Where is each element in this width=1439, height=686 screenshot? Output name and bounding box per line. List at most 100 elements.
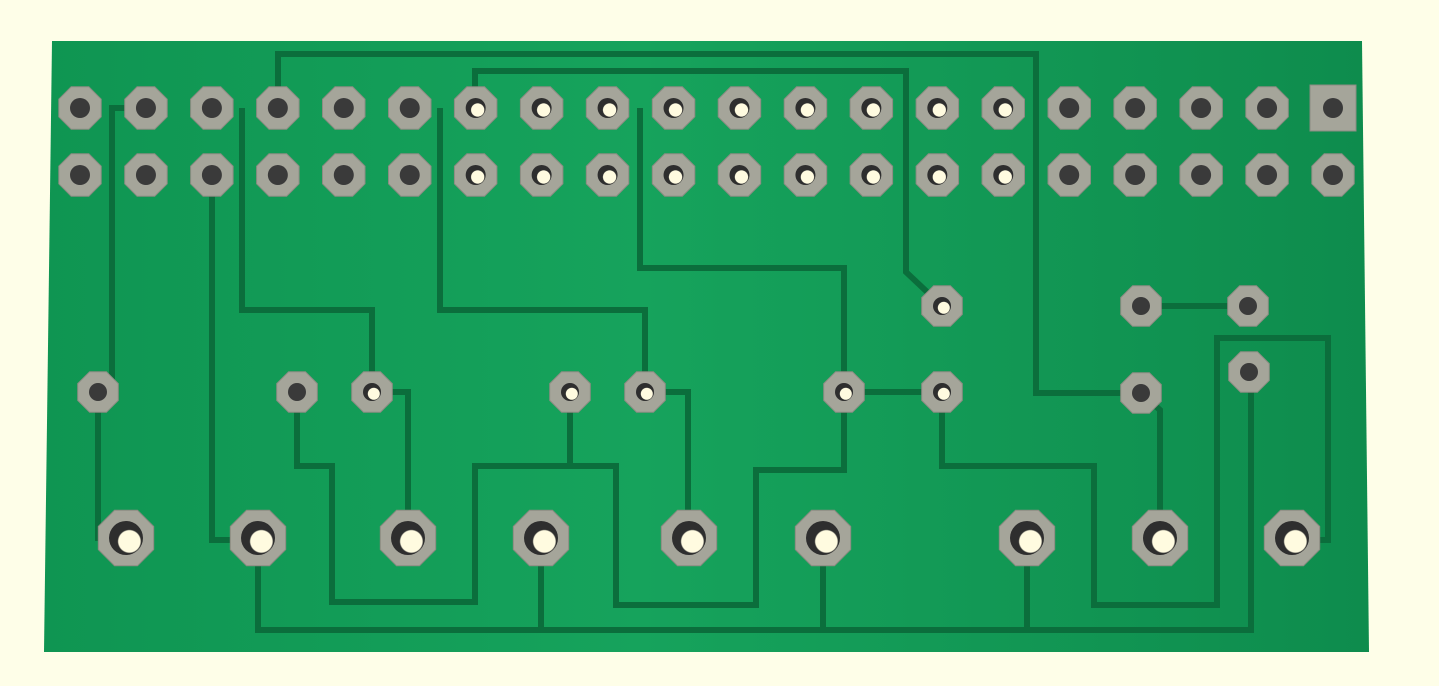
header-pad-r1-c8-drill-hole bbox=[531, 98, 552, 118]
header-pad-r2-c16-drill-hole bbox=[1059, 165, 1080, 185]
via-pad-8-drill-hole bbox=[933, 297, 951, 315]
header-pad-r2-c8 bbox=[519, 153, 564, 197]
via-pad-1-drill-hole bbox=[89, 383, 107, 401]
via-pad-11 bbox=[1120, 372, 1162, 414]
trace-via7 bbox=[939, 335, 1331, 608]
trace-top-bus-a bbox=[275, 51, 1141, 396]
connector-pad-6 bbox=[794, 509, 852, 567]
header-pad-r1-c12 bbox=[783, 86, 828, 130]
header-pad-r2-c11 bbox=[717, 153, 762, 197]
header-pad-r1-c19-drill-hole bbox=[1257, 98, 1278, 118]
connector-pad-2-drill-hole bbox=[241, 521, 275, 555]
header-pad-r1-c14-drill-hole bbox=[927, 98, 948, 118]
header-pad-r1-c13-drill-hole bbox=[861, 98, 882, 118]
connector-pad-7 bbox=[998, 509, 1056, 567]
header-pad-r1-c11-drill-hole bbox=[729, 98, 750, 118]
connector-pad-7-drill-hole bbox=[1010, 521, 1044, 555]
header-pad-r1-c1 bbox=[58, 86, 102, 130]
header-pad-r1-c3-drill-hole bbox=[201, 98, 222, 118]
header-pad-r1-c16 bbox=[1047, 86, 1091, 130]
via-pad-10-drill-hole bbox=[1239, 297, 1257, 315]
via-pad-11-drill-hole bbox=[1132, 384, 1150, 402]
via-pad-1 bbox=[77, 371, 119, 413]
connector-pad-5 bbox=[660, 509, 718, 567]
header-pad-r2-c2-drill-hole bbox=[135, 165, 156, 185]
header-pad-r1-c7-drill-hole bbox=[465, 98, 486, 118]
header-pad-r2-c17 bbox=[1113, 153, 1157, 197]
via-pad-12-drill-hole bbox=[1240, 363, 1258, 381]
header-pad-r2-c20 bbox=[1311, 153, 1355, 197]
header-pad-r2-c19-drill-hole bbox=[1257, 165, 1278, 185]
header-pad-r2-c6-drill-hole bbox=[399, 165, 420, 185]
header-pad-r1-c17 bbox=[1113, 86, 1157, 130]
header-pad-r2-c18 bbox=[1179, 153, 1223, 197]
header-pad-r2-c5-drill-hole bbox=[333, 165, 354, 185]
header-pad-r1-c6-drill-hole bbox=[399, 98, 420, 118]
header-pad-r2-c18-drill-hole bbox=[1191, 165, 1212, 185]
header-pad-r1-c5 bbox=[322, 86, 366, 130]
header-pad-r2-c10 bbox=[651, 153, 696, 197]
via-pad-9-drill-hole bbox=[1132, 297, 1150, 315]
connector-pad-9 bbox=[1263, 509, 1321, 567]
via-pad-5-drill-hole bbox=[636, 383, 654, 401]
header-pad-r1-c8 bbox=[519, 86, 564, 130]
header-pad-r1-c10 bbox=[651, 86, 696, 130]
connector-pad-3 bbox=[379, 509, 437, 567]
header-pad-r1-c9-drill-hole bbox=[597, 98, 618, 118]
header-pad-r1-c17-drill-hole bbox=[1125, 98, 1146, 118]
connector-pad-3-drill-hole bbox=[391, 521, 425, 555]
trace-col10 bbox=[637, 108, 847, 392]
header-pad-r1-c4 bbox=[256, 86, 300, 130]
header-pad-r1-c5-drill-hole bbox=[333, 98, 354, 118]
connector-pad-1-drill-hole bbox=[109, 521, 143, 555]
header-pad-r1-c14 bbox=[915, 86, 960, 130]
header-pad-r2-c4 bbox=[256, 153, 300, 197]
header-pad-r2-c8-drill-hole bbox=[531, 165, 552, 185]
via-pad-6-drill-hole bbox=[835, 383, 853, 401]
header-pad-r1-c15 bbox=[981, 86, 1025, 130]
connector-pad-row bbox=[97, 509, 1321, 567]
trace-ground-bus bbox=[255, 372, 1254, 633]
header-pad-r1-c18 bbox=[1179, 86, 1223, 130]
header-pad-r1-c1-drill-hole bbox=[70, 98, 90, 118]
header-pad-r2-c20-drill-hole bbox=[1323, 165, 1343, 185]
header-pad-r2-c3-drill-hole bbox=[201, 165, 222, 185]
header-pad-r1-c7 bbox=[453, 86, 498, 130]
via-pad-3 bbox=[351, 371, 393, 413]
connector-pad-5-drill-hole bbox=[672, 521, 706, 555]
via-pad-3-drill-hole bbox=[363, 383, 381, 401]
header-pad-r2-c12-drill-hole bbox=[795, 165, 816, 185]
header-pad-r1-c6 bbox=[388, 86, 432, 130]
via-group bbox=[77, 285, 1270, 414]
header-pad-r1-c12-drill-hole bbox=[795, 98, 816, 118]
via-pad-7-drill-hole bbox=[933, 383, 951, 401]
header-pad-r2-c15-drill-hole bbox=[993, 165, 1014, 185]
header-pad-r1-c2 bbox=[124, 86, 168, 130]
header-pad-r1-c9 bbox=[585, 86, 630, 130]
header-pad-r2-c1-drill-hole bbox=[70, 165, 90, 185]
via-pad-2-drill-hole bbox=[288, 383, 306, 401]
header-pad-r2-c1 bbox=[58, 153, 102, 197]
header-pad-r1-c20 bbox=[1309, 84, 1357, 132]
header-pad-r2-c3 bbox=[190, 153, 234, 197]
via-pad-12 bbox=[1228, 351, 1270, 393]
header-pad-r1-c13 bbox=[849, 86, 894, 130]
trace-col7 bbox=[437, 108, 648, 392]
header-pad-r1-c4-drill-hole bbox=[267, 98, 288, 118]
header-pad-r1-c19 bbox=[1245, 86, 1289, 130]
header-pad-r1-c11 bbox=[717, 86, 762, 130]
header-pad-r2-c15 bbox=[981, 153, 1025, 197]
connector-pad-4-drill-hole bbox=[524, 521, 558, 555]
header-pad-r2-c2 bbox=[124, 153, 168, 197]
header-pad-r2-c13 bbox=[849, 153, 894, 197]
connector-pad-4 bbox=[512, 509, 570, 567]
via-pad-8 bbox=[921, 285, 963, 327]
connector-pad-9-drill-hole bbox=[1275, 521, 1309, 555]
via-pad-9 bbox=[1120, 285, 1162, 327]
header-pad-r2-c6 bbox=[388, 153, 432, 197]
connector-pad-1 bbox=[97, 509, 155, 567]
header-pad-r1-c15-drill-hole bbox=[993, 98, 1014, 118]
header-pad-r2-c9 bbox=[585, 153, 630, 197]
header-pad-r2-c13-drill-hole bbox=[861, 165, 882, 185]
